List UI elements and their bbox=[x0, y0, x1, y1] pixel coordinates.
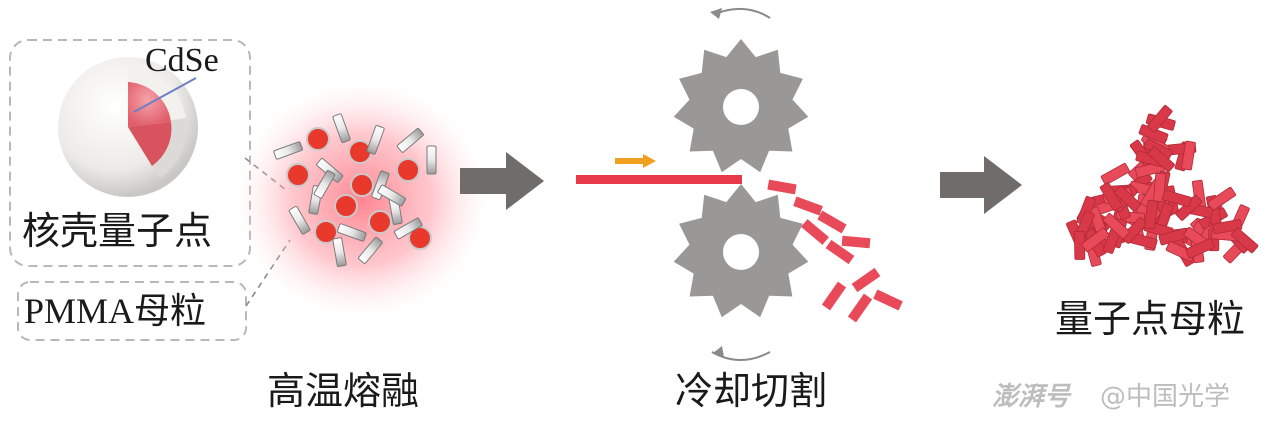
red-qd-dot bbox=[286, 163, 310, 187]
masterbatch-pellet bbox=[1207, 186, 1236, 211]
cut-pellet bbox=[767, 179, 797, 195]
cut-pellet bbox=[841, 235, 871, 249]
silver-rod bbox=[393, 217, 423, 240]
cut-pellet bbox=[793, 196, 823, 216]
gear-icon bbox=[673, 184, 809, 318]
cut-pellet bbox=[851, 267, 881, 293]
watermark-brand: 澎湃号 bbox=[992, 382, 1071, 412]
masterbatch-pellet bbox=[1231, 227, 1259, 254]
rotate-cw-arrow-icon bbox=[714, 7, 771, 19]
masterbatch-pellet bbox=[1081, 227, 1110, 253]
rotate-arrowhead-icon bbox=[713, 346, 724, 357]
pmma-inset-box bbox=[17, 281, 247, 341]
red-qd-dot bbox=[306, 127, 330, 151]
silver-rod bbox=[366, 125, 385, 155]
masterbatch-pellet bbox=[1153, 172, 1167, 203]
silver-rod bbox=[337, 223, 367, 242]
feed-direction-arrow-icon bbox=[615, 154, 656, 168]
masterbatch-pellet bbox=[1114, 185, 1141, 212]
masterbatch-pellet bbox=[1147, 146, 1175, 173]
silver-rod bbox=[396, 128, 424, 153]
cut-pellet bbox=[817, 210, 847, 234]
arrow-right-icon bbox=[460, 152, 544, 210]
core-shell-sphere-icon bbox=[58, 57, 198, 197]
masterbatch-pellet bbox=[1147, 105, 1173, 133]
silver-rod bbox=[273, 141, 303, 160]
qd-masterbatch-pile bbox=[1066, 105, 1259, 267]
qd-masterbatch-label: 量子点母粒 bbox=[1055, 297, 1246, 341]
masterbatch-pellet bbox=[1099, 182, 1123, 212]
masterbatch-pellet bbox=[1121, 216, 1148, 244]
cdse-label: CdSe bbox=[145, 42, 219, 79]
watermark-source: @中国光学 bbox=[1100, 382, 1231, 412]
masterbatch-pellet bbox=[1100, 162, 1130, 186]
arrow-right-icon bbox=[940, 156, 1022, 214]
red-qd-dot bbox=[396, 158, 420, 182]
cut-pellet bbox=[873, 289, 903, 311]
high-temp-melt-label: 高温熔融 bbox=[267, 369, 420, 413]
red-qd-dot bbox=[314, 220, 338, 244]
cut-pellet bbox=[821, 281, 847, 311]
silver-rod bbox=[288, 205, 311, 235]
cut-pellets bbox=[767, 179, 903, 323]
masterbatch-pellet bbox=[1181, 140, 1196, 171]
silver-rod bbox=[313, 169, 336, 199]
cut-pellet bbox=[801, 219, 829, 245]
rotate-arrowhead-icon bbox=[710, 8, 722, 19]
masterbatch-pellet bbox=[1161, 189, 1192, 208]
masterbatch-pellet bbox=[1185, 238, 1215, 259]
red-qd-dot bbox=[368, 210, 392, 234]
cut-pellet bbox=[847, 293, 873, 323]
masterbatch-pellet bbox=[1165, 241, 1196, 262]
silver-rod bbox=[332, 113, 351, 143]
melt-glow bbox=[234, 80, 490, 320]
pmma-pellet-label: PMMA母粒 bbox=[24, 291, 207, 331]
red-qd-dot bbox=[334, 194, 358, 218]
gear-icon bbox=[673, 39, 809, 173]
cdse-pointer-line bbox=[133, 77, 197, 113]
melt-particles bbox=[273, 113, 437, 267]
cut-pellet bbox=[825, 239, 855, 265]
silver-rod bbox=[358, 236, 383, 264]
silver-rod bbox=[377, 184, 407, 207]
masterbatch-pellet bbox=[1102, 213, 1130, 240]
extruded-strand bbox=[576, 175, 742, 184]
core-shell-qd-label: 核壳量子点 bbox=[22, 209, 213, 253]
cooling-cutting-label: 冷却切割 bbox=[675, 369, 828, 413]
silver-rod bbox=[426, 145, 437, 175]
silver-rod bbox=[332, 237, 347, 267]
masterbatch-pellet bbox=[1144, 199, 1159, 230]
red-qd-dot bbox=[350, 173, 374, 197]
